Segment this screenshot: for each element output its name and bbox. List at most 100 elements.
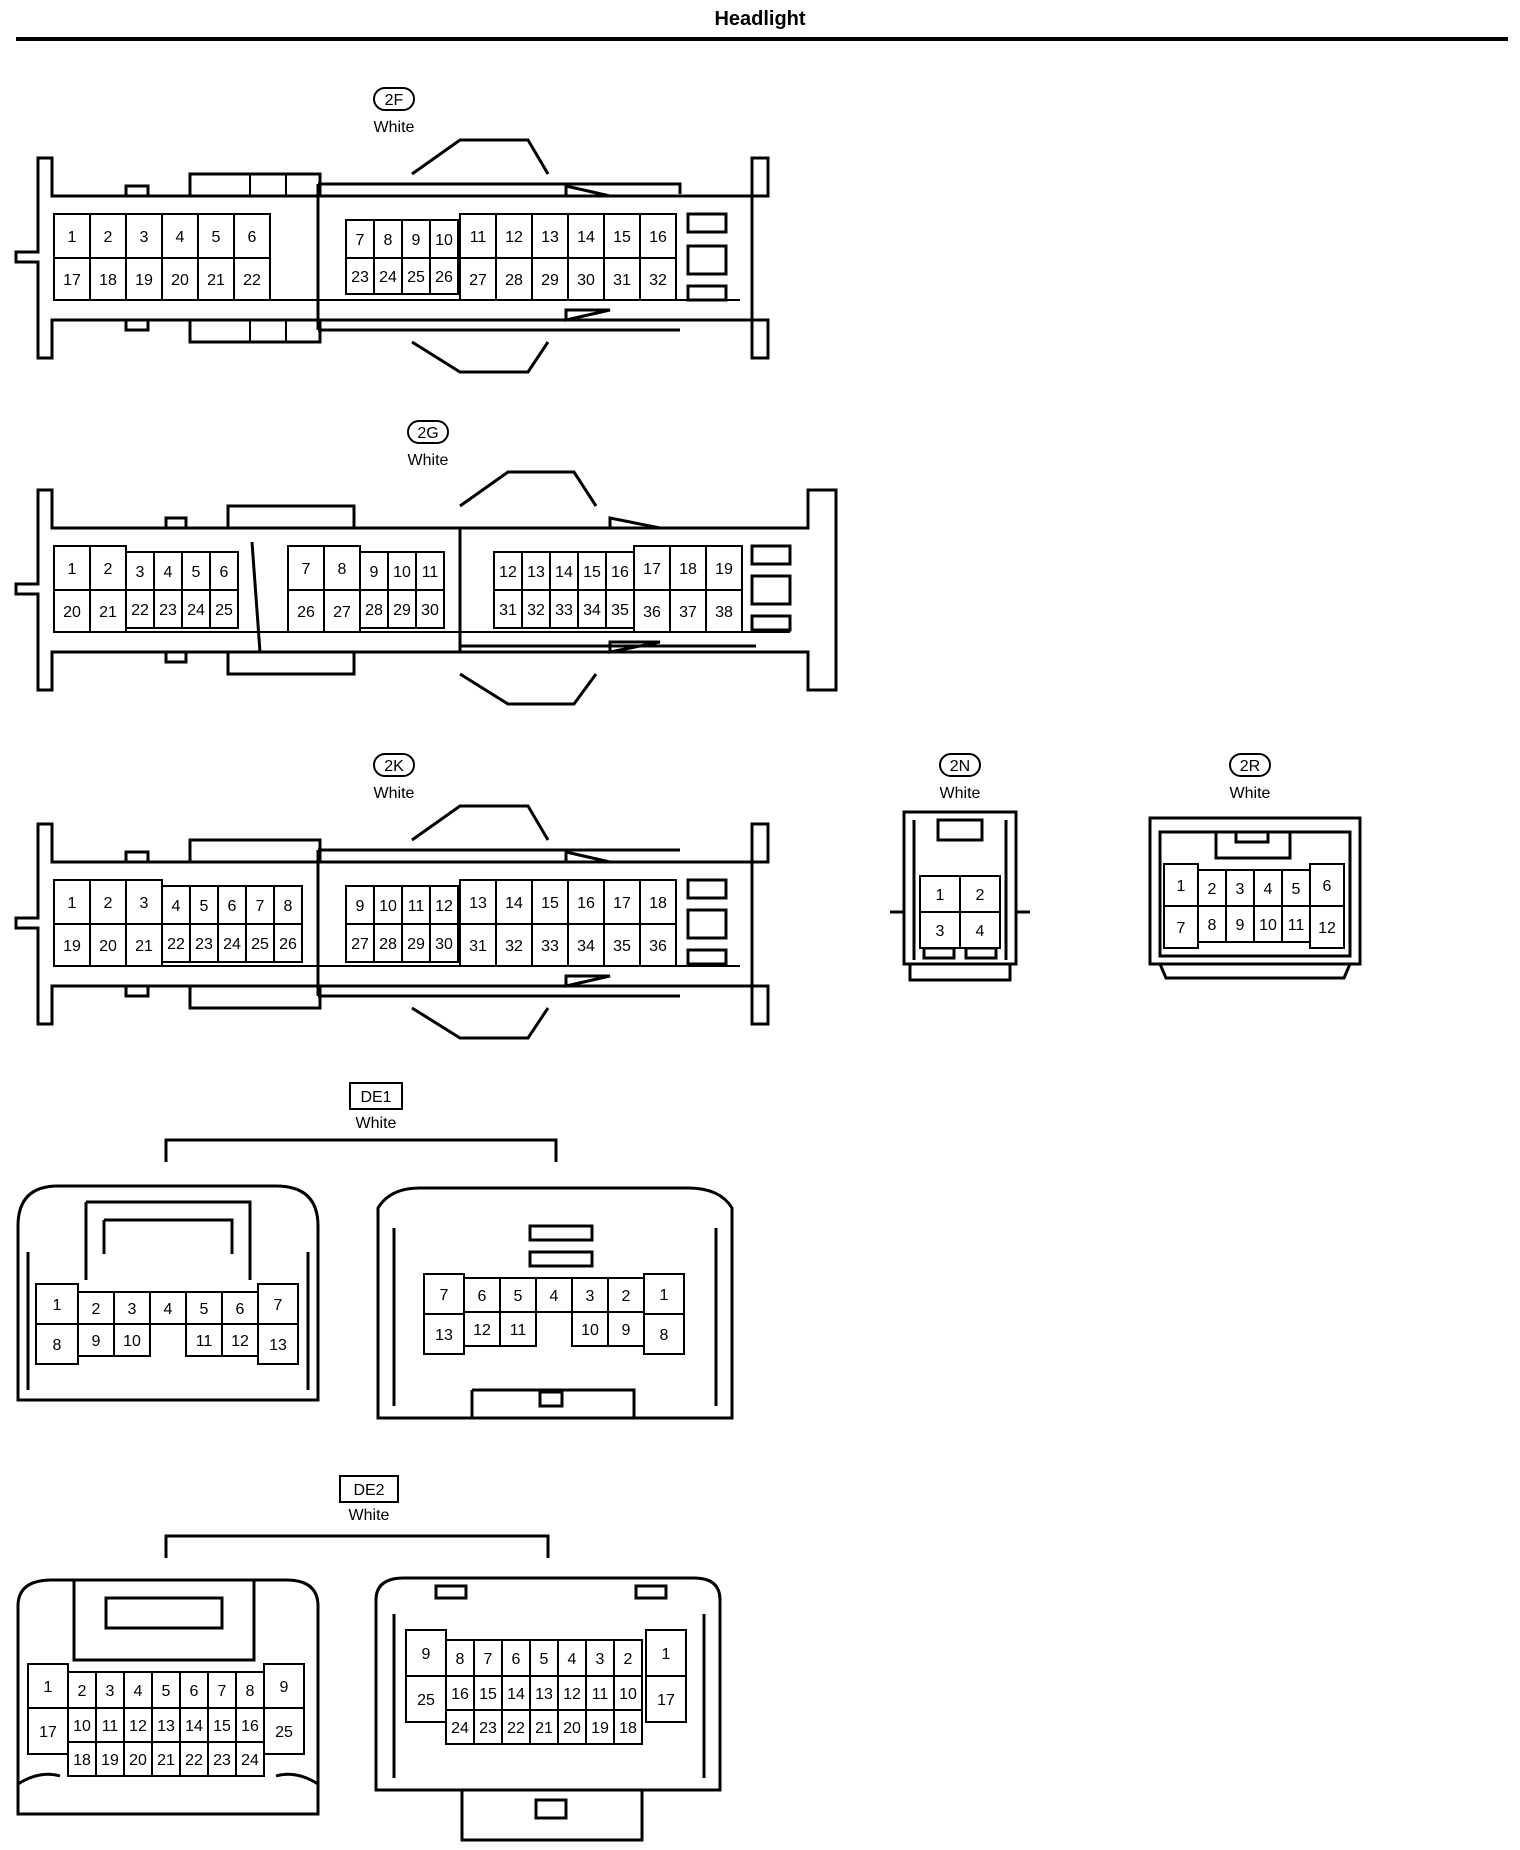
- pin-number: 5: [1292, 881, 1301, 898]
- pin-number: 23: [479, 1720, 497, 1737]
- pin-cell: [1309, 905, 1345, 949]
- pin-number: 16: [577, 895, 595, 912]
- pin-cell: [585, 1639, 615, 1677]
- pin-number: 20: [563, 1720, 581, 1737]
- pin-number: 19: [101, 1752, 119, 1769]
- pin-cell: [401, 219, 431, 259]
- pin-cell: [645, 1675, 687, 1723]
- pin-cell: [1197, 869, 1227, 907]
- pin-cell: [77, 1291, 115, 1325]
- pin-cell: [531, 923, 569, 967]
- pin-cell: [185, 1323, 223, 1357]
- pin-cell: [529, 1675, 559, 1711]
- pin-number: 15: [583, 564, 601, 581]
- pin-number: 8: [456, 1651, 465, 1668]
- pin-number: 25: [275, 1724, 293, 1741]
- pin-cell: [323, 589, 361, 633]
- pin-number: 18: [619, 1720, 637, 1737]
- pin-number: 3: [140, 229, 149, 246]
- pin-number: 34: [577, 938, 595, 955]
- pin-number: 19: [63, 938, 81, 955]
- pin-number: 14: [555, 564, 573, 581]
- pin-number: 35: [611, 602, 629, 619]
- pin-number: 12: [231, 1333, 249, 1350]
- pin-number: 4: [1264, 881, 1273, 898]
- pin-cell: [577, 551, 607, 591]
- pin-cell: [959, 875, 1001, 913]
- pin-cell: [633, 589, 671, 633]
- pin-number: 7: [440, 1287, 449, 1304]
- pin-number: 20: [63, 604, 81, 621]
- pin-cell: [125, 257, 163, 301]
- pin-number: 29: [407, 936, 425, 953]
- pin-cell: [603, 923, 641, 967]
- pin-cell: [459, 213, 497, 259]
- pin-number: 10: [393, 564, 411, 581]
- pin-number: 2: [624, 1651, 633, 1668]
- pin-number: 25: [417, 1692, 435, 1709]
- pin-number: 4: [568, 1651, 577, 1668]
- pin-number: 27: [351, 936, 369, 953]
- pin-cell: [613, 1675, 643, 1711]
- pin-number: 9: [422, 1646, 431, 1663]
- pin-number: 33: [541, 938, 559, 955]
- connector-code: DE2: [353, 1482, 384, 1499]
- pin-cell: [123, 1741, 153, 1777]
- pin-cell: [161, 257, 199, 301]
- pin-cell: [235, 1741, 265, 1777]
- pin-cell: [639, 213, 677, 259]
- pin-number: 10: [1259, 917, 1277, 934]
- pin-number: 5: [212, 229, 221, 246]
- pin-cell: [557, 1675, 587, 1711]
- pin-number: 21: [157, 1752, 175, 1769]
- pin-number: 6: [248, 229, 257, 246]
- pin-number: 4: [172, 898, 181, 915]
- pin-cell: [1309, 863, 1345, 907]
- pin-number: 12: [129, 1718, 147, 1735]
- pin-number: 11: [592, 1686, 609, 1703]
- pin-number: 32: [505, 938, 523, 955]
- pin-number: 30: [435, 936, 453, 953]
- pin-number: 15: [613, 229, 631, 246]
- pin-number: 12: [563, 1686, 581, 1703]
- pin-cell: [405, 1629, 447, 1677]
- pin-cell: [405, 1675, 447, 1723]
- pin-number: 18: [679, 561, 697, 578]
- pin-cell: [633, 545, 671, 591]
- pin-number: 19: [591, 1720, 609, 1737]
- pin-cell: [613, 1639, 643, 1677]
- pin-number: 23: [159, 602, 177, 619]
- pin-number: 9: [356, 898, 365, 915]
- pin-number: 16: [241, 1718, 259, 1735]
- pin-number: 10: [619, 1686, 637, 1703]
- pin-number: 7: [1177, 920, 1186, 937]
- connector-code-label-box: [349, 1082, 403, 1110]
- pin-number: 5: [192, 564, 201, 581]
- pin-number: 6: [228, 898, 237, 915]
- pin-number: 25: [407, 269, 425, 286]
- pin-number: 21: [207, 272, 225, 289]
- pin-number: 3: [106, 1683, 115, 1700]
- pin-cell: [605, 551, 635, 591]
- pin-number: 26: [297, 604, 315, 621]
- pin-number: 4: [176, 229, 185, 246]
- pin-cell: [639, 879, 677, 925]
- pin-cell: [501, 1675, 531, 1711]
- pin-cell: [27, 1707, 69, 1755]
- pin-cell: [161, 923, 191, 963]
- pin-number: 16: [649, 229, 667, 246]
- pin-cell: [499, 1311, 537, 1347]
- connector-code-badge: [939, 753, 981, 777]
- pin-cell: [345, 257, 375, 295]
- pin-number: 7: [356, 232, 365, 249]
- pin-cell: [245, 885, 275, 925]
- pin-cell: [423, 1313, 465, 1355]
- pin-cell: [531, 213, 569, 259]
- pin-number: 24: [223, 936, 241, 953]
- pin-cell: [459, 923, 497, 967]
- pin-cell: [639, 257, 677, 301]
